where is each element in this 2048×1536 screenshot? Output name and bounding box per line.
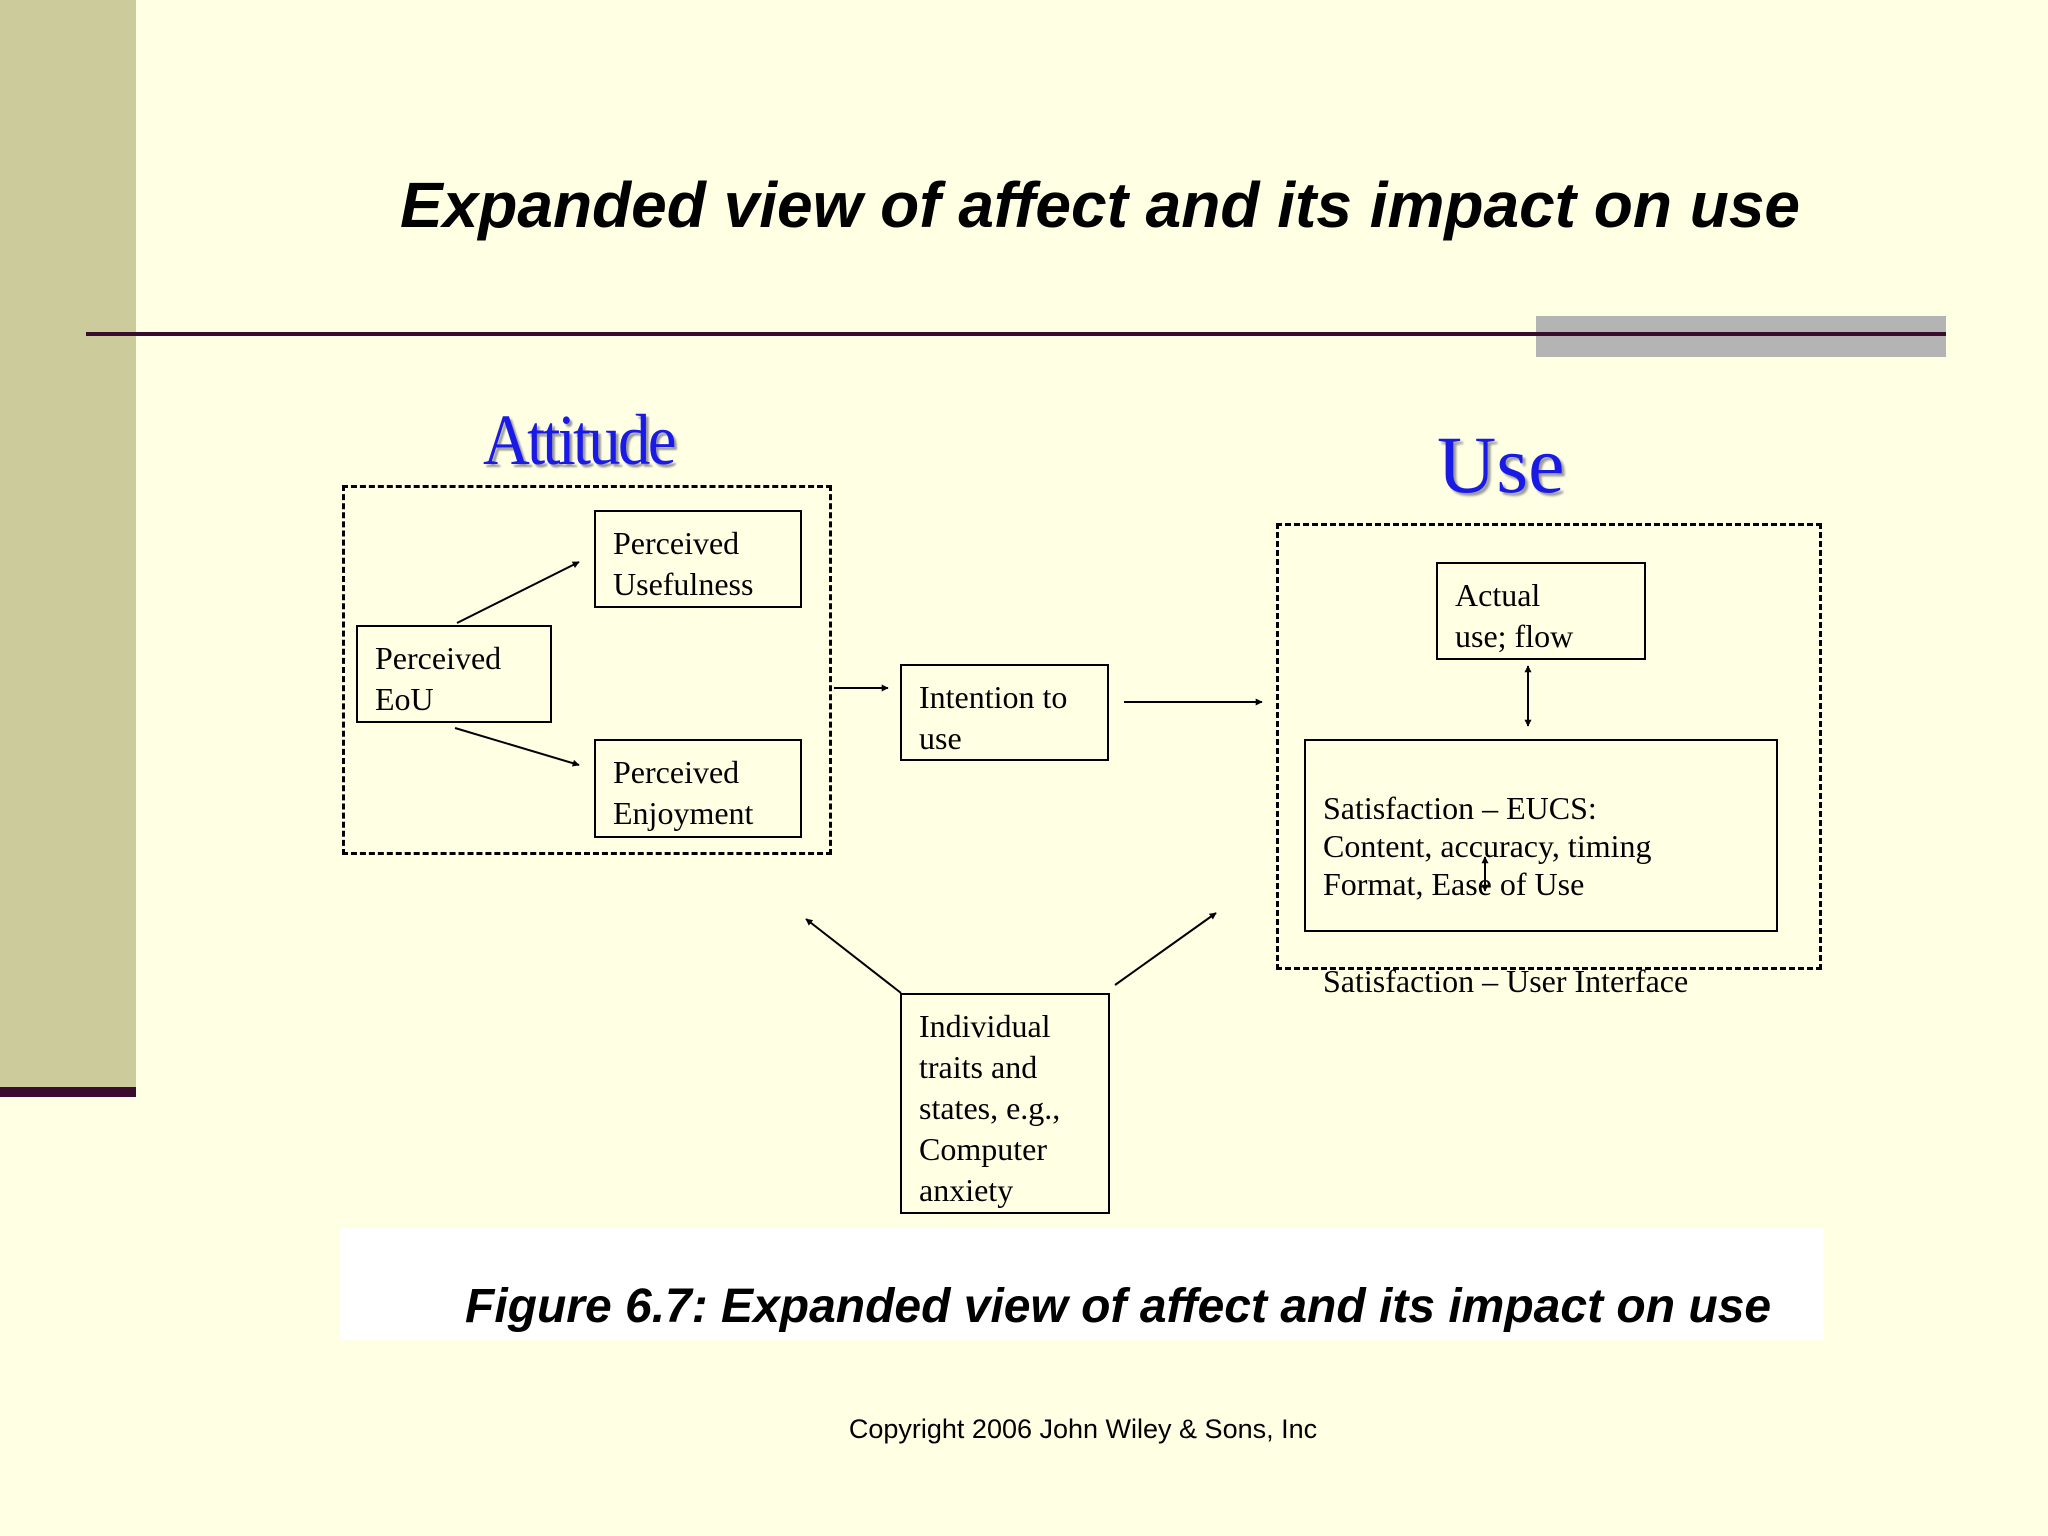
edge-eou-to-enjoyment [454, 727, 580, 767]
use-group-box [1276, 523, 1822, 970]
intention-to-use-node: Intention to use [900, 664, 1109, 761]
attitude-group-label: Attitude [483, 400, 676, 480]
edge-eou-to-usefulness [456, 561, 580, 624]
actual-use-node: Actual use; flow [1436, 562, 1646, 660]
caption-background [340, 1228, 1824, 1340]
edge-traits-to-use [1114, 912, 1217, 986]
figure-caption: Figure 6.7: Expanded view of affect and … [465, 1280, 1772, 1333]
title-rule-shadow [1536, 316, 1946, 357]
satisfaction-ui-text: Satisfaction – User Interface [1323, 963, 1689, 999]
left-accent-bar [0, 0, 136, 1088]
individual-traits-node: Individual traits and states, e.g., Comp… [900, 993, 1110, 1214]
edge-traits-to-attitude [805, 918, 902, 994]
copyright-text: Copyright 2006 John Wiley & Sons, Inc [848, 1414, 1318, 1444]
attitude-group-box [342, 485, 832, 855]
use-group-label: Use [1437, 419, 1565, 510]
slide-title: Expanded view of affect and its impact o… [399, 169, 1801, 241]
perceived-eou-node: Perceived EoU [356, 625, 552, 723]
perceived-usefulness-node: Perceived Usefulness [594, 510, 802, 608]
perceived-enjoyment-node: Perceived Enjoyment [594, 739, 802, 838]
left-accent-bar-foot [0, 1087, 136, 1097]
title-rule [86, 332, 1946, 336]
